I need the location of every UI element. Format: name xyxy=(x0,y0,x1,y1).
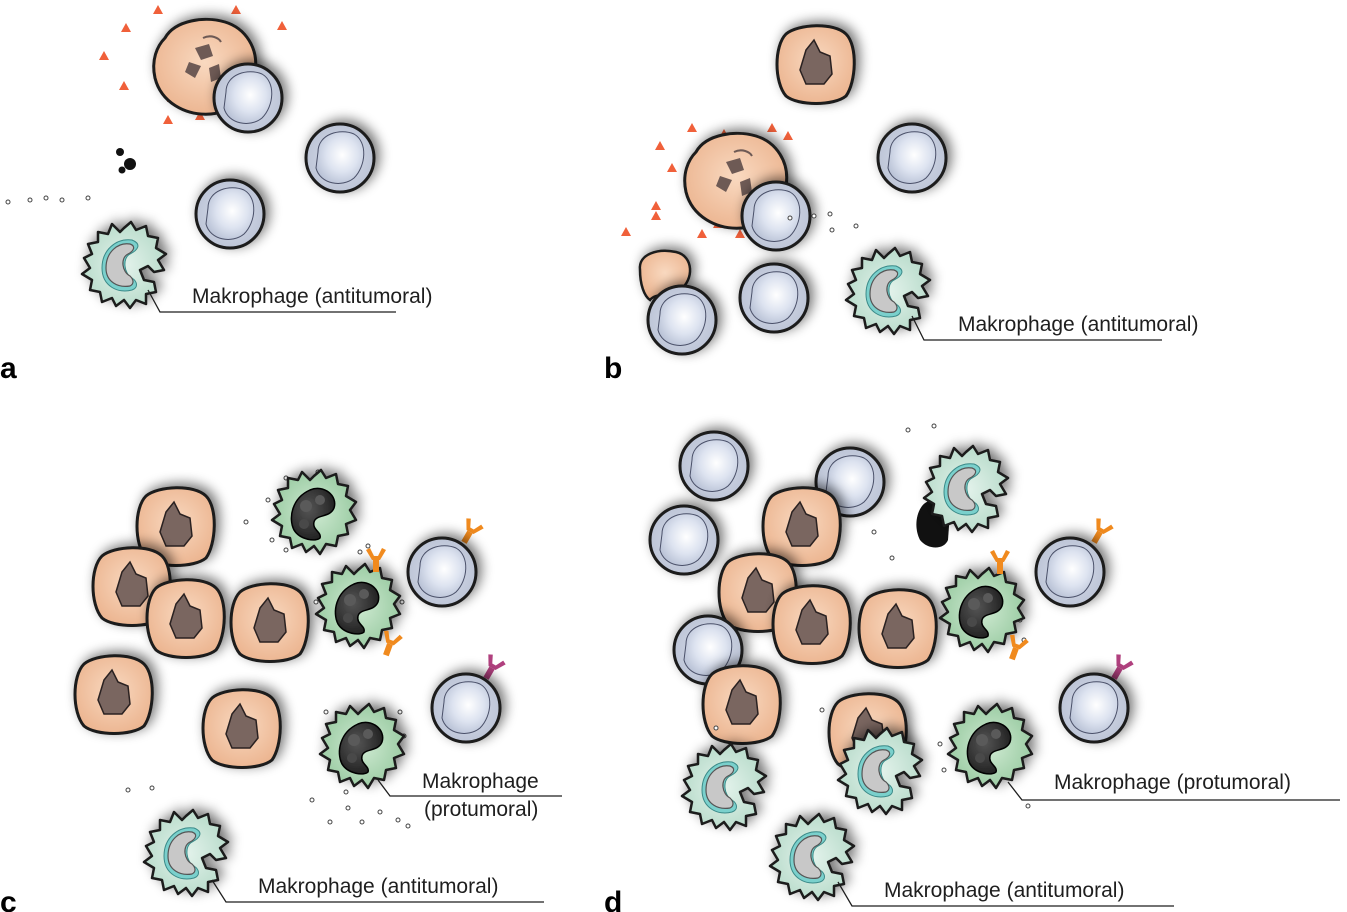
macrophage-antitumoral xyxy=(844,246,932,336)
lymphocyte xyxy=(646,284,718,356)
macrophage-antitumoral xyxy=(80,220,168,310)
lymphocyte xyxy=(212,62,284,134)
lymphocyte xyxy=(1034,536,1106,608)
macrophage-protumoral-label: Makrophage (protumoral) xyxy=(1054,771,1291,794)
macrophage-antitumoral xyxy=(680,742,768,832)
leader-line xyxy=(211,879,544,903)
lymphocyte xyxy=(430,672,502,744)
panel-letter-c: c xyxy=(0,886,17,912)
panel-c: Makrophage (protumoral) Makrophage (anti… xyxy=(0,468,562,912)
lymphocyte xyxy=(304,122,376,194)
lymphocyte xyxy=(1058,672,1130,744)
vesicles xyxy=(787,211,859,233)
leader-line xyxy=(147,289,396,313)
tumor-cell xyxy=(73,654,154,735)
macrophage-antitumoral-label: Makrophage (antitumoral) xyxy=(258,875,498,898)
macrophage-protumoral xyxy=(946,702,1034,790)
panel-letter-b: b xyxy=(604,352,622,385)
lymphocyte xyxy=(678,430,750,502)
tumor-cell xyxy=(857,588,938,669)
macrophage-antitumoral-label: Makrophage (antitumoral) xyxy=(192,285,432,308)
tumor-cell xyxy=(229,582,310,663)
macrophage-protumoral xyxy=(270,468,358,556)
leader-line xyxy=(1007,781,1340,801)
vesicles xyxy=(713,423,1031,809)
macrophage-antitumoral-label: Makrophage (antitumoral) xyxy=(884,879,1124,902)
leader-line xyxy=(837,881,1174,907)
panel-a: Makrophage (antitumoral) a xyxy=(0,5,432,385)
panel-letter-a: a xyxy=(0,352,17,385)
lymphocyte xyxy=(648,504,720,576)
tumor-cell xyxy=(145,578,226,659)
lymphocyte xyxy=(406,536,478,608)
panel-letter-d: d xyxy=(604,886,622,912)
lymphocyte xyxy=(738,262,810,334)
tumor-cell xyxy=(701,664,782,745)
macrophage-protumoral-label-2: (protumoral) xyxy=(424,798,538,821)
debris-dots xyxy=(116,148,136,174)
lymphocyte xyxy=(876,122,948,194)
tumor-cell xyxy=(771,584,852,665)
vesicles xyxy=(5,195,91,205)
panel-b: Makrophage (antitumoral) b xyxy=(604,24,1198,385)
tumor-cell xyxy=(775,24,856,105)
tumor-cell xyxy=(201,688,282,769)
lymphocyte xyxy=(740,180,812,252)
leader-line xyxy=(911,315,1162,341)
lymphocyte xyxy=(194,178,266,250)
macrophage-antitumoral xyxy=(142,808,230,898)
macrophage-protumoral-label-1: Makrophage xyxy=(422,770,539,793)
leader-line xyxy=(377,779,562,797)
macrophage-protumoral xyxy=(318,702,406,790)
macrophage-antitumoral-label: Makrophage (antitumoral) xyxy=(958,313,1198,336)
panel-d: Makrophage (protumoral) Makrophage (anti… xyxy=(604,423,1340,912)
